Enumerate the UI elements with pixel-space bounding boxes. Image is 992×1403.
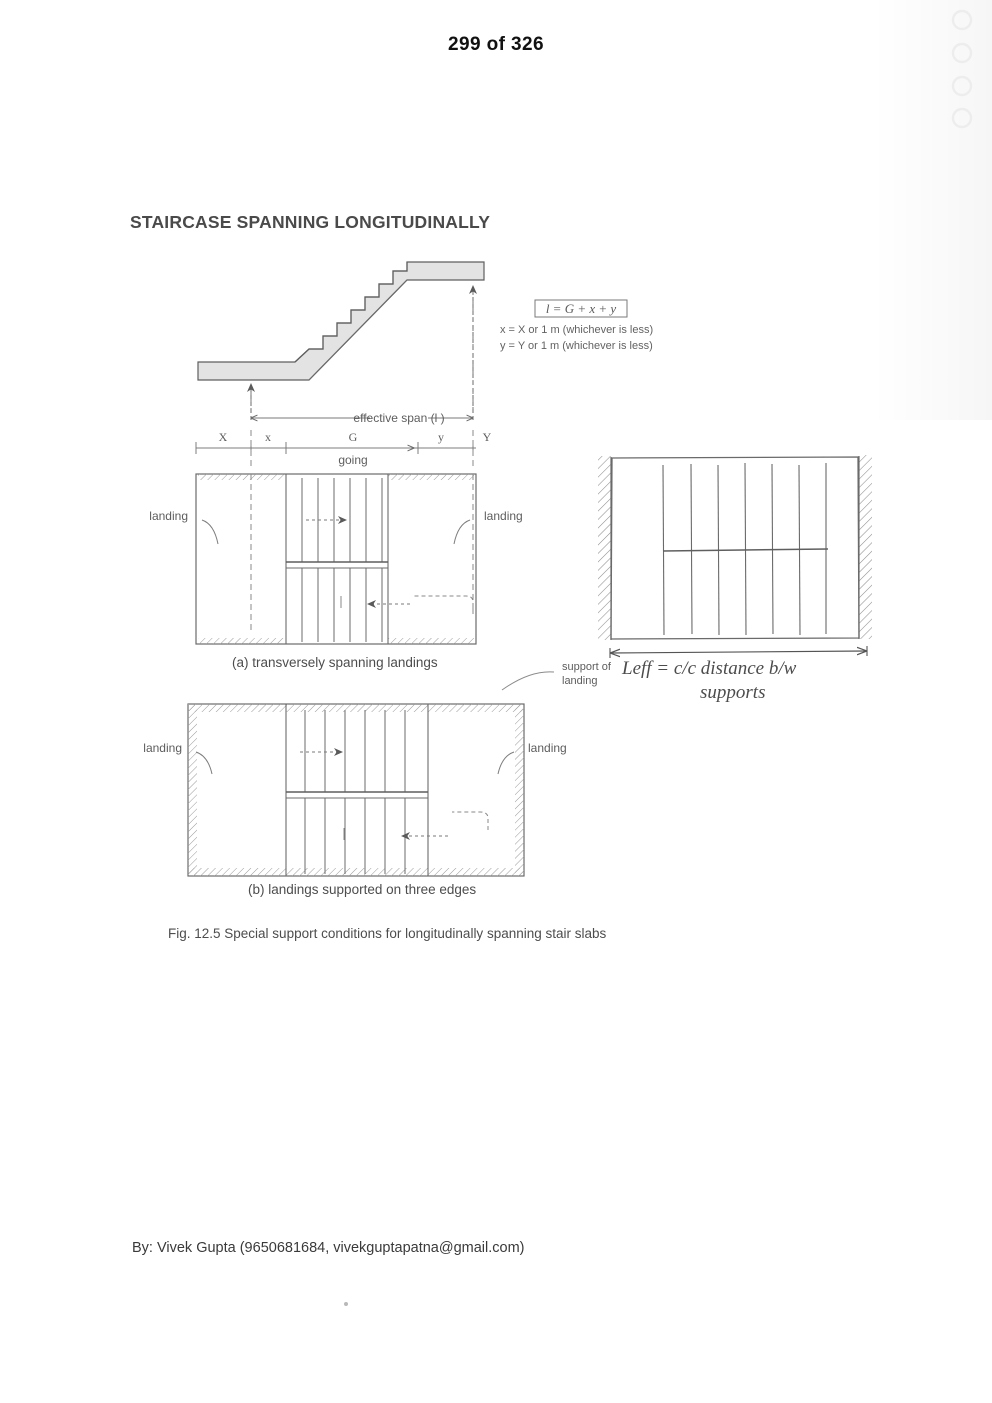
- support-of-landing-label-line2: landing: [562, 675, 597, 687]
- landing-label-right-a: landing: [484, 509, 523, 523]
- support-arrows-elevation: [247, 285, 477, 420]
- scan-speck: [344, 1302, 348, 1306]
- support-edge-right-b: [515, 704, 524, 876]
- figure-caption: Fig. 12.5 Special support conditions for…: [168, 926, 607, 941]
- handwritten-note-line1: Leff = c/c distance b/w: [621, 658, 797, 679]
- landing-label-right-b: landing: [528, 741, 567, 755]
- landing-label-left-b: landing: [143, 741, 182, 755]
- page-footer-credit: By: Vivek Gupta (9650681684, vivekguptap…: [132, 1240, 525, 1256]
- stair-section-elevation: [197, 261, 485, 381]
- landing-leader-right-b: [497, 751, 515, 775]
- going-label: going: [338, 453, 367, 467]
- figure-12-5: l = G + x + y x = X or 1 m (whichever is…: [110, 252, 910, 952]
- handdrawn-plan-walls: [598, 455, 872, 640]
- landing-leader-left-a: [201, 519, 219, 545]
- dim-label-Y-right: Y: [483, 430, 492, 444]
- dim-label-y-right: y: [438, 430, 444, 444]
- handwritten-note-line2: supports: [700, 682, 765, 703]
- figure-drawing: l = G + x + y x = X or 1 m (whichever is…: [143, 261, 872, 877]
- effective-span-label: effective span (l ): [353, 411, 444, 425]
- subfigure-caption-b: (b) landings supported on three edges: [248, 882, 477, 897]
- dimension-guides: [250, 430, 474, 467]
- support-strip-top-right: [388, 474, 474, 480]
- plan-b: [187, 703, 525, 877]
- dim-label-X-left: X: [219, 430, 228, 444]
- support-of-landing-leader: [501, 671, 555, 691]
- support-edge-top-b: [188, 704, 524, 712]
- support-of-landing-label-line1: support of: [562, 661, 612, 673]
- projection-lines: [250, 290, 474, 412]
- plan-a: [195, 473, 477, 645]
- formula-note-x: x = X or 1 m (whichever is less): [500, 324, 653, 336]
- page-number-header: 299 of 326: [448, 34, 544, 55]
- support-strip-bottom-left: [198, 638, 284, 644]
- subfigure-caption-a: (a) transversely spanning landings: [232, 655, 438, 670]
- handdrawn-span-dimension: [609, 646, 868, 658]
- support-strip-bottom-right: [388, 638, 474, 644]
- support-edge-bottom-b: [188, 868, 524, 876]
- dim-label-x-left: x: [265, 430, 271, 444]
- landing-label-left-a: landing: [149, 509, 188, 523]
- dimension-chain: [195, 442, 476, 454]
- wall-hatch-right: [859, 455, 872, 639]
- landing-leader-left-b: [195, 751, 213, 775]
- formula-equation: l = G + x + y: [546, 301, 617, 316]
- wall-hatch-left: [598, 456, 611, 640]
- support-strip-top-left: [198, 474, 284, 480]
- landing-leader-right-a: [453, 519, 471, 545]
- formula-box: [534, 299, 628, 318]
- support-edge-left-b: [188, 704, 197, 876]
- binding-holes-artifact: [951, 9, 973, 129]
- section-title: STAIRCASE SPANNING LONGITUDINALLY: [130, 212, 491, 232]
- formula-note-y: y = Y or 1 m (whichever is less): [500, 340, 653, 352]
- dim-label-G: G: [349, 430, 358, 444]
